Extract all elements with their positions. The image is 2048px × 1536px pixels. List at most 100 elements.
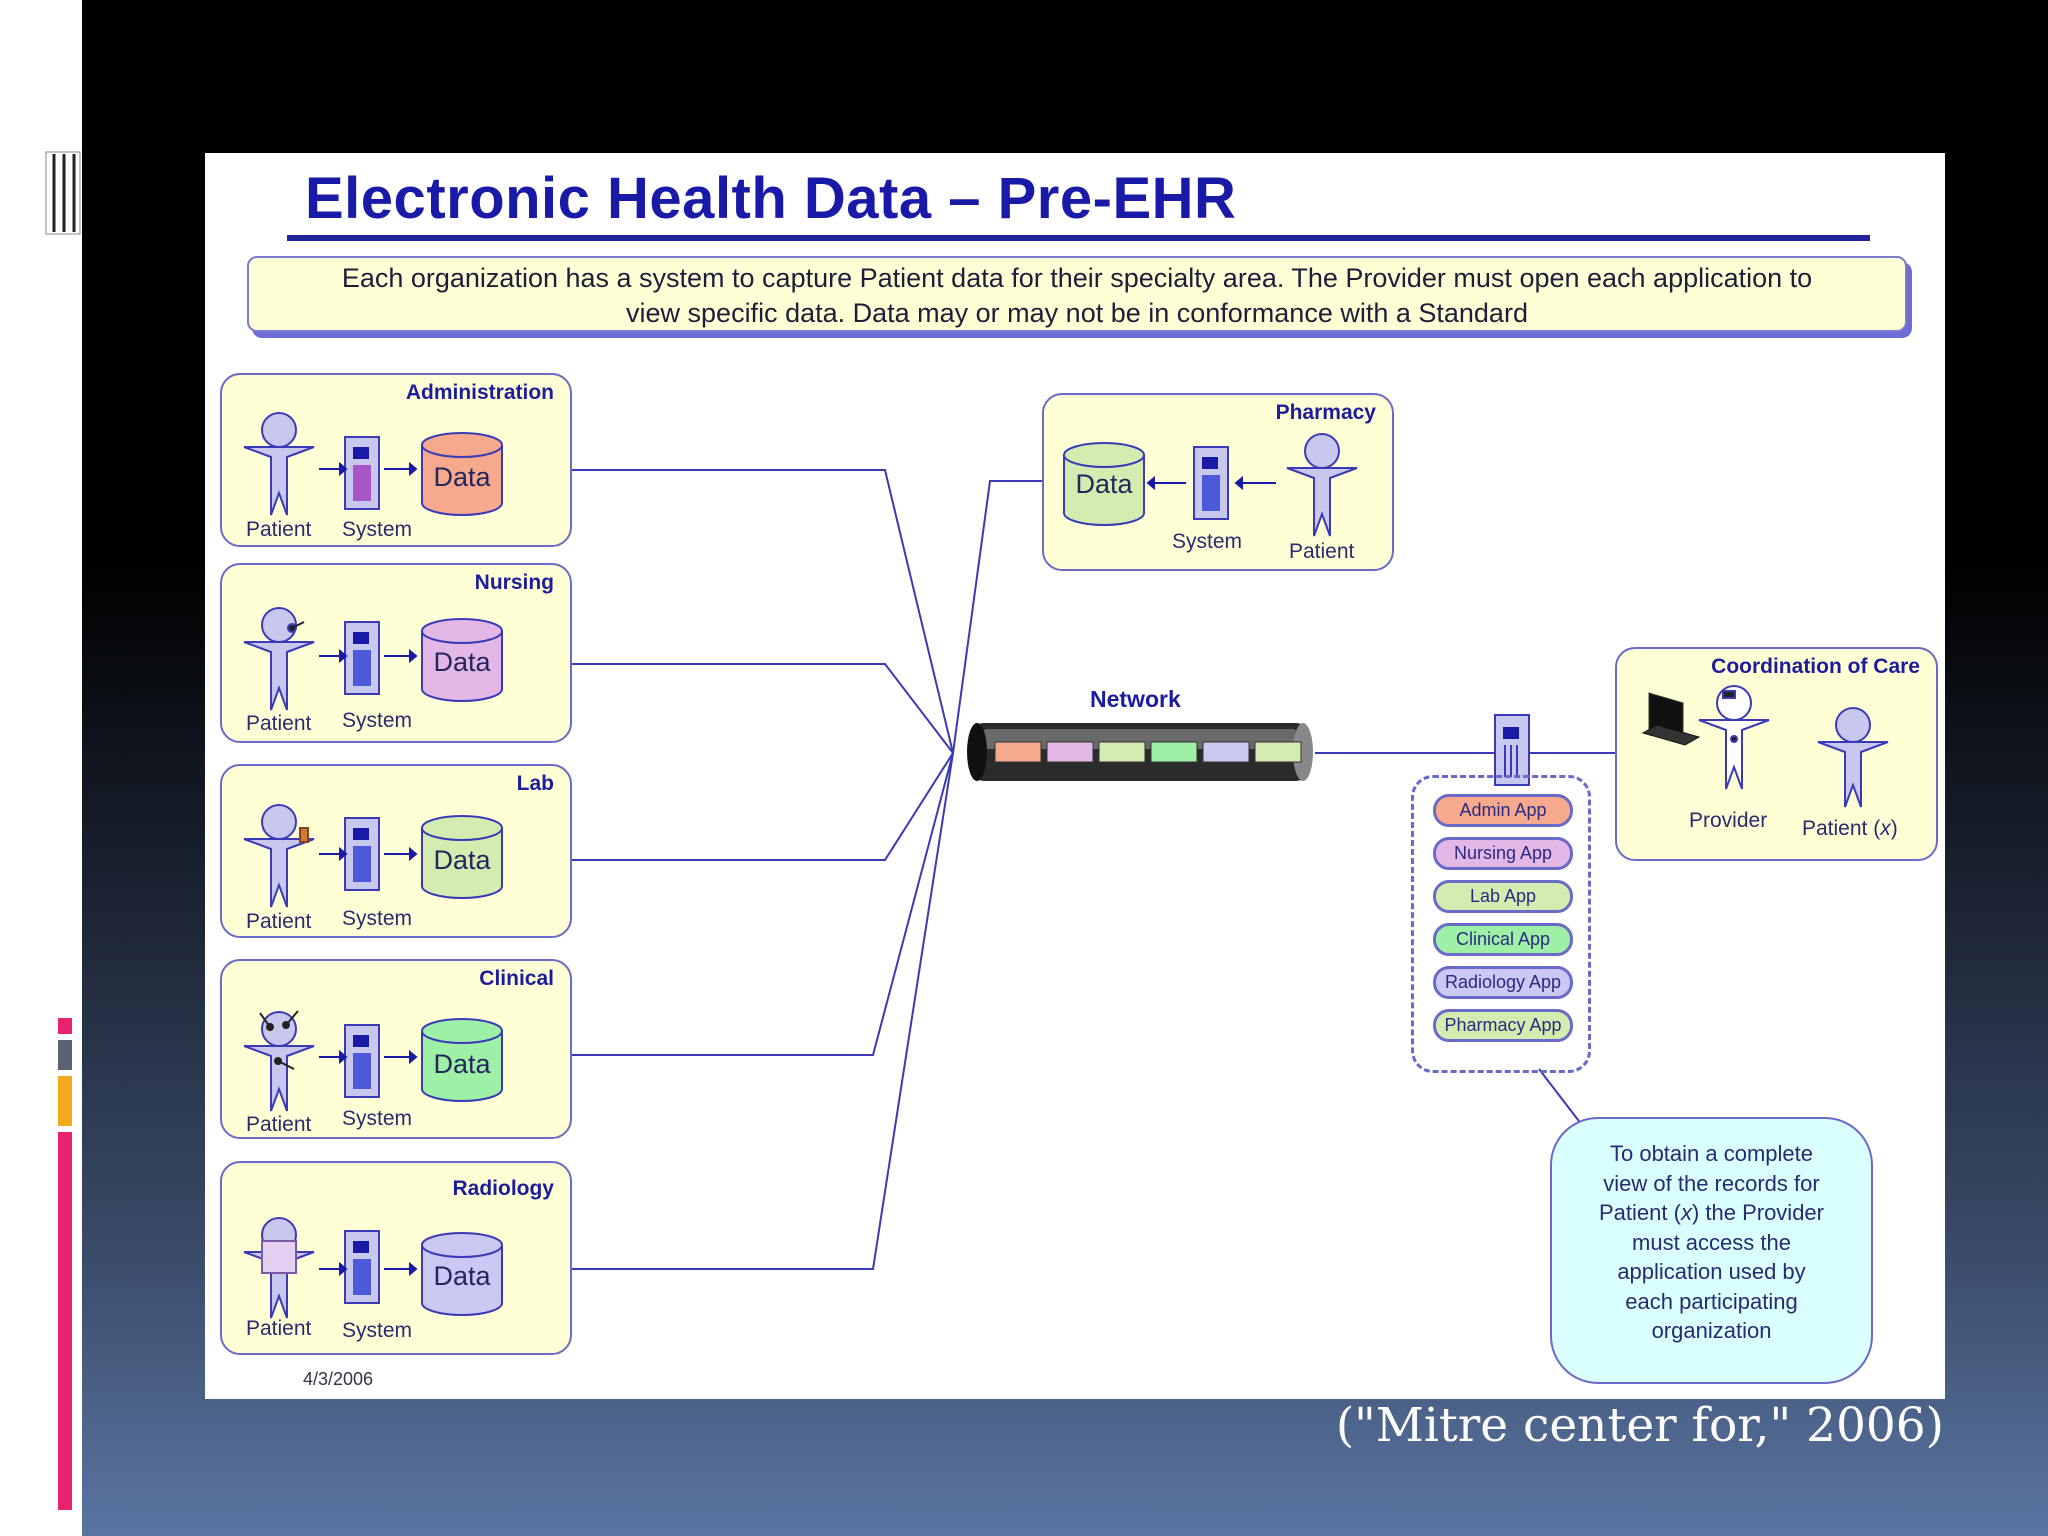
app-clinical: Clinical App — [1433, 923, 1573, 956]
data-store-icon — [421, 1232, 503, 1316]
data-label: Data — [433, 462, 491, 492]
patient-icon — [243, 1010, 315, 1112]
org-diagram — [243, 1010, 503, 1112]
slide-corner-icon — [45, 151, 81, 235]
note-line: must access the — [1632, 1229, 1791, 1255]
system-server-icon — [1193, 446, 1229, 520]
accent-bar — [58, 1076, 72, 1126]
link-administration — [532, 469, 954, 754]
data-store-icon — [1063, 442, 1145, 526]
link-nursing — [532, 663, 954, 754]
note-variable: x — [1680, 1200, 1692, 1225]
system-label: System — [342, 907, 413, 930]
provider-icon — [1698, 685, 1770, 790]
data-store-icon — [421, 618, 503, 702]
provider-server-icon — [1494, 714, 1530, 786]
accent-bar — [58, 1040, 72, 1070]
data-label: Data — [433, 647, 491, 677]
link-clinical — [532, 752, 954, 1056]
patient-x-label-pre: Patient ( — [1802, 817, 1881, 840]
note-line: organization — [1651, 1318, 1772, 1343]
network-label: Network — [1090, 686, 1181, 712]
org-box-nursing: Nursing Data Patient System — [220, 563, 572, 743]
citation: ("Mitre center for," 2006) — [1335, 1398, 1944, 1453]
org-diagram — [243, 607, 503, 711]
org-title: Nursing — [474, 571, 554, 594]
patient-label: Patient — [246, 712, 312, 735]
laptop-icon — [1641, 692, 1701, 746]
org-diagram — [1063, 433, 1358, 537]
org-box-coordination-of-care: Coordination of Care Provider Patient (x… — [1615, 647, 1938, 861]
provider-label: Provider — [1689, 809, 1768, 832]
org-box-administration: Administration Data Patient System — [220, 373, 572, 547]
patient-label: Patient — [246, 518, 312, 541]
care-diagram — [1641, 685, 1889, 808]
app-lab: Lab App — [1433, 880, 1573, 913]
data-label: Data — [433, 1261, 491, 1291]
summary-box: Each organization has a system to captur… — [247, 256, 1907, 332]
note-line: view of the records for — [1603, 1170, 1820, 1196]
data-label: Data — [433, 1049, 491, 1079]
patient-x-label-post: ) — [1890, 817, 1898, 840]
org-box-clinical: Clinical — [220, 959, 572, 1139]
data-store-icon — [421, 432, 503, 516]
summary-line: view specific data. Data may or may not … — [626, 298, 1528, 328]
system-server-icon — [344, 1024, 380, 1098]
system-label: System — [1172, 530, 1243, 553]
figure-title: Electronic Health Data – Pre-EHR — [305, 166, 1237, 231]
note-line: application used by — [1617, 1259, 1806, 1284]
org-title: Administration — [405, 381, 554, 404]
data-label: Data — [433, 845, 491, 875]
org-title: Coordination of Care — [1711, 655, 1920, 678]
note-line: To obtain a complete — [1609, 1141, 1814, 1166]
app-admin: Admin App — [1433, 794, 1573, 827]
system-server-icon — [344, 621, 380, 695]
org-diagram — [243, 412, 503, 516]
patient-label: Patient — [246, 910, 312, 933]
org-diagram — [243, 804, 503, 908]
note-line-pre: Patient ( — [1599, 1200, 1681, 1225]
app-pharmacy: Pharmacy App — [1433, 1009, 1573, 1042]
app-nursing: Nursing App — [1433, 837, 1573, 870]
title-underline — [287, 235, 1870, 241]
note-line: Patient (x) the Provider — [1552, 1198, 1871, 1228]
patient-x-variable: x — [1880, 817, 1891, 840]
system-server-icon — [344, 1230, 380, 1304]
org-box-lab: Lab Data Patient System — [220, 764, 572, 938]
patient-icon — [1817, 707, 1889, 808]
accent-bar — [58, 1132, 72, 1510]
link-pharmacy — [952, 480, 1061, 754]
patient-icon — [243, 412, 315, 516]
org-title: Clinical — [479, 967, 554, 990]
ehr-diagram-figure: Electronic Health Data – Pre-EHR Each or… — [205, 153, 1945, 1399]
system-server-icon — [344, 436, 380, 510]
org-title: Radiology — [452, 1177, 554, 1200]
org-title: Lab — [516, 772, 554, 795]
system-label: System — [342, 709, 413, 732]
org-title: Pharmacy — [1275, 401, 1376, 424]
system-label: System — [342, 1319, 413, 1342]
patient-icon — [243, 1217, 315, 1319]
link-radiology — [532, 752, 954, 1270]
summary-line: Each organization has a system to captur… — [341, 263, 1813, 293]
explanatory-note: To obtain a complete view of the records… — [1550, 1117, 1873, 1384]
org-box-pharmacy: Pharmacy Data System Patient — [1042, 393, 1394, 571]
org-box-radiology: Radiology Data Patient System — [220, 1161, 572, 1355]
patient-x-label: Patient (x) — [1802, 817, 1898, 841]
application-panel: Admin App Nursing App Lab App Clinical A… — [1411, 775, 1591, 1073]
note-line-post: ) the Provider — [1691, 1200, 1824, 1225]
date-stamp: 4/3/2006 — [303, 1369, 374, 1389]
patient-icon — [243, 804, 315, 908]
accent-bar — [58, 1018, 72, 1034]
org-diagram — [243, 1217, 503, 1319]
link-apps-note — [1538, 1068, 1586, 1130]
app-radiology: Radiology App — [1433, 966, 1573, 999]
data-store-icon — [421, 815, 503, 899]
link-lab — [532, 752, 954, 861]
system-label: System — [342, 518, 413, 541]
system-server-icon — [344, 817, 380, 891]
patient-label: Patient — [1289, 540, 1355, 563]
data-label: Data — [1075, 469, 1133, 499]
data-store-icon — [421, 1018, 503, 1102]
connection-lines — [532, 469, 1660, 1270]
